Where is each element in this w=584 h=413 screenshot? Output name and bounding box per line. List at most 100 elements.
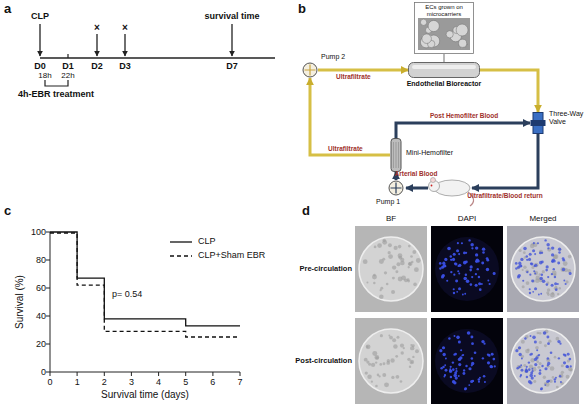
nucleus-dot — [526, 259, 528, 261]
microcarrier — [435, 329, 499, 393]
nucleus-dot — [470, 336, 473, 339]
figure-label: 0 — [41, 368, 46, 377]
nucleus-dot — [533, 242, 535, 244]
nucleus-dot — [458, 272, 460, 274]
nucleus-dot — [532, 336, 536, 340]
nucleus-dot — [550, 351, 553, 354]
figure-label: 2 — [102, 378, 107, 387]
artwork-shape — [428, 20, 439, 31]
texture-dot — [525, 270, 528, 273]
texture-dot — [365, 371, 368, 374]
node-outline — [408, 62, 480, 78]
nucleus-dot — [548, 380, 550, 382]
return-line — [472, 134, 538, 188]
nucleus-dot — [560, 381, 562, 383]
nucleus-dot — [569, 272, 572, 275]
nucleus-dot — [463, 369, 465, 371]
nucleus-dot — [471, 364, 473, 366]
survival-curve — [50, 233, 240, 337]
edge-label: Ultrafiltrate — [336, 74, 371, 81]
figure-label: 0 — [47, 378, 52, 387]
figure-label: 80 — [36, 256, 46, 265]
node-shape — [305, 65, 316, 76]
node-outline — [530, 112, 546, 134]
nucleus-dot — [476, 258, 479, 261]
node-label: Mini-Hemofilter — [406, 149, 453, 156]
legend-label: CLP+Sham EBR — [198, 251, 265, 260]
texture-dot — [546, 358, 550, 362]
nucleus-dot — [447, 247, 451, 251]
texture-dot — [410, 255, 413, 258]
texture-dot — [380, 287, 383, 290]
nucleus-dot — [458, 375, 460, 377]
nucleus-dot — [551, 260, 554, 263]
node-label: Endothelial Bioreactor — [407, 80, 482, 87]
texture-dot — [523, 266, 526, 269]
nucleus-dot — [528, 258, 531, 261]
nucleus-dot — [529, 288, 531, 290]
texture-dot — [408, 266, 410, 268]
nucleus-dot — [541, 252, 543, 254]
artwork-shape — [422, 34, 431, 43]
texture-dot — [561, 371, 564, 374]
artwork-shape — [418, 18, 470, 50]
texture-dot — [555, 286, 557, 288]
nucleus-dot — [546, 336, 549, 339]
figure-label: a — [4, 2, 11, 15]
nucleus-dot — [547, 357, 550, 360]
figure-label: D3 — [119, 62, 131, 71]
nucleus-dot — [464, 387, 467, 390]
nucleus-dot — [562, 257, 565, 260]
texture-dot — [411, 261, 413, 263]
nucleus-dot — [484, 381, 486, 383]
nucleus-dot — [475, 246, 478, 249]
nucleus-dot — [462, 354, 464, 356]
texture-dot — [377, 243, 382, 248]
nucleus-dot — [465, 252, 467, 254]
artwork-shape — [415, 3, 474, 54]
texture-dot — [534, 271, 538, 275]
texture-dot — [412, 250, 416, 254]
nucleus-dot — [475, 260, 478, 263]
nucleus-dot — [541, 274, 543, 276]
nucleus-dot — [539, 277, 543, 281]
nucleus-dot — [482, 247, 485, 250]
texture-dot — [521, 258, 524, 261]
nucleus-dot — [539, 261, 543, 265]
figure-label: Arterial Blood — [395, 171, 438, 178]
figure-label: D7 — [226, 62, 238, 71]
nucleus-dot — [472, 380, 474, 382]
nucleus-dot — [444, 265, 446, 267]
texture-dot — [379, 294, 384, 299]
texture-dot — [522, 285, 525, 288]
texture-dot — [550, 366, 555, 371]
nucleus-dot — [540, 388, 542, 390]
nucleus-dot — [456, 336, 460, 340]
bioreactor-chamber: Endothelial Bioreactor — [408, 62, 480, 78]
nucleus-dot — [439, 262, 442, 265]
nucleus-dot — [455, 368, 457, 370]
texture-dot — [559, 373, 564, 378]
figure-label: d — [302, 204, 310, 217]
figure-label: Survival time (days) — [101, 390, 189, 400]
texture-dot — [367, 374, 371, 378]
flow-connector — [318, 69, 408, 72]
nucleus-dot — [526, 376, 528, 378]
nucleus-dot — [450, 271, 452, 273]
figure-label: Ultrafiltrate/Blood return — [467, 193, 542, 200]
node-label: Pump 1 — [376, 198, 400, 205]
microcarrier — [511, 329, 575, 393]
figure-label: 1 — [75, 378, 80, 387]
nucleus-dot — [482, 357, 484, 359]
nucleus-dot — [489, 283, 491, 285]
nucleus-dot — [475, 273, 477, 275]
nucleus-dot — [489, 365, 492, 368]
nucleus-dot — [452, 361, 454, 363]
node-outline — [390, 138, 402, 172]
texture-dot — [374, 355, 379, 360]
texture-dot — [416, 258, 421, 263]
nucleus-dot — [450, 255, 452, 257]
texture-dot — [525, 349, 529, 353]
nucleus-dot — [458, 287, 461, 290]
